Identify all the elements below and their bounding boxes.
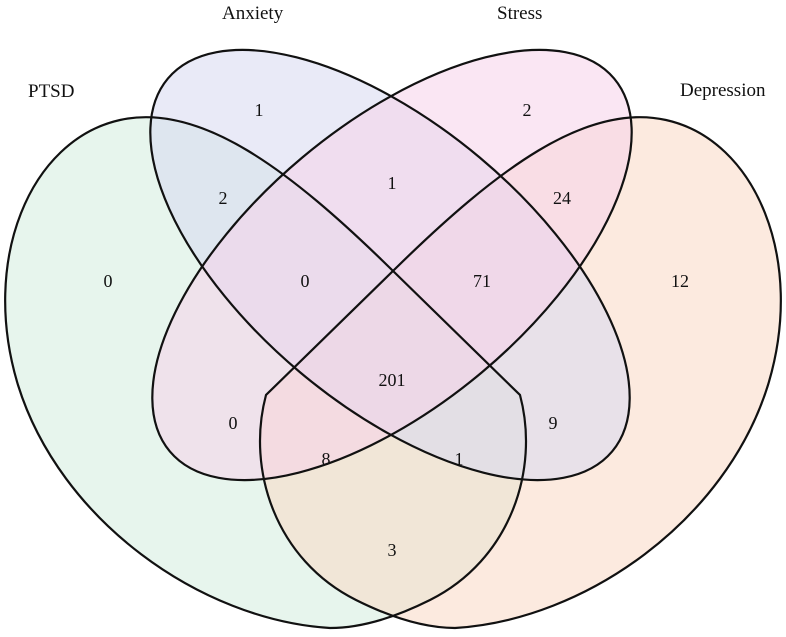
count-anxiety-only: 1 [255, 100, 264, 120]
set-label-stress: Stress [497, 3, 542, 24]
count-anxiety-depression: 9 [549, 413, 558, 433]
count-ptsd-only: 0 [104, 271, 113, 291]
stress-ellipse-outline [151, 48, 633, 482]
region-counts: 0 1 2 12 2 1 24 0 71 201 0 9 8 1 3 [104, 100, 690, 560]
count-anxiety-stress-depression: 71 [473, 271, 491, 291]
anxiety-ellipse-outline [149, 48, 631, 482]
count-ptsd-stress-depression: 8 [322, 449, 331, 469]
set-label-depression: Depression [680, 80, 766, 101]
set-fills [5, 49, 781, 628]
count-anxiety-stress: 1 [388, 173, 397, 193]
count-ptsd-anxiety-stress: 0 [301, 271, 310, 291]
set-label-ptsd: PTSD [28, 81, 74, 102]
set-labels: PTSD Anxiety Stress Depression [28, 3, 766, 102]
count-ptsd-anxiety: 2 [219, 188, 228, 208]
count-ptsd-stress: 0 [229, 413, 238, 433]
count-ptsd-anxiety-depression: 1 [455, 449, 464, 469]
set-outlines [4, 48, 782, 630]
count-depression-only: 12 [671, 271, 689, 291]
set-label-anxiety: Anxiety [222, 3, 284, 24]
depression-ellipse-outline [258, 116, 782, 630]
count-stress-only: 2 [523, 100, 532, 120]
count-stress-depression: 24 [553, 188, 571, 208]
ptsd-ellipse-outline [4, 116, 528, 630]
count-ptsd-depression: 3 [388, 540, 397, 560]
count-all-four: 201 [379, 370, 406, 390]
stress-ellipse-fill [152, 49, 632, 481]
